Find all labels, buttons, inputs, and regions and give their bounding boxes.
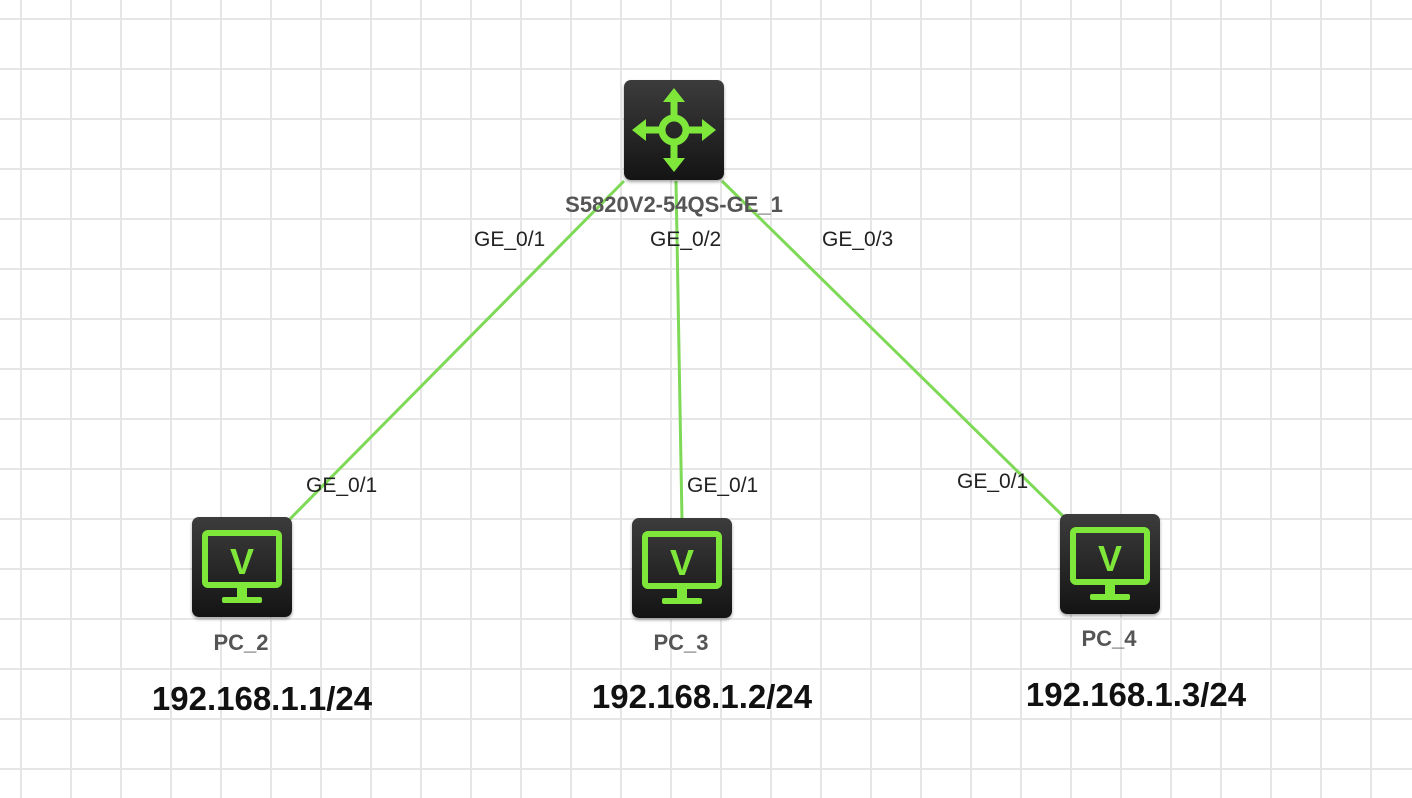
link-switch-pc4[interactable] xyxy=(720,179,1066,519)
port-label-switch-ge03: GE_0/3 xyxy=(822,228,894,251)
port-label-pc4-ge01: GE_0/1 xyxy=(957,470,1029,493)
ip-label-pc4: 192.168.1.3/24 xyxy=(1025,676,1247,713)
monitor-icon: V xyxy=(1070,527,1150,600)
pc-device-pc4[interactable]: V xyxy=(1060,514,1160,614)
pc-name-label-pc3: PC_3 xyxy=(653,630,709,655)
port-label-switch-ge02: GE_0/2 xyxy=(650,228,722,251)
pc-device-pc3[interactable]: V xyxy=(632,518,732,618)
switch-name-label: S5820V2-54QS-GE_1 xyxy=(565,192,783,217)
pc-device-pc2[interactable]: V xyxy=(192,517,292,617)
port-label-switch-ge01: GE_0/1 xyxy=(474,228,546,251)
port-label-pc3-ge01: GE_0/1 xyxy=(687,474,759,497)
ip-label-pc2: 192.168.1.1/24 xyxy=(151,680,373,717)
switch-device[interactable] xyxy=(624,80,724,180)
svg-text:V: V xyxy=(670,542,694,583)
pc-name-label-pc2: PC_2 xyxy=(213,630,269,655)
svg-text:V: V xyxy=(1098,538,1122,579)
monitor-icon: V xyxy=(642,531,722,604)
router-arrows-icon xyxy=(632,88,716,172)
pc-name-label-pc4: PC_4 xyxy=(1081,626,1137,651)
svg-text:V: V xyxy=(230,541,254,582)
ip-label-pc3: 192.168.1.2/24 xyxy=(591,678,813,715)
link-switch-pc3[interactable] xyxy=(674,180,684,522)
port-label-pc2-ge01: GE_0/1 xyxy=(306,474,378,497)
link-switch-pc2[interactable] xyxy=(286,179,626,523)
monitor-icon: V xyxy=(202,530,282,603)
